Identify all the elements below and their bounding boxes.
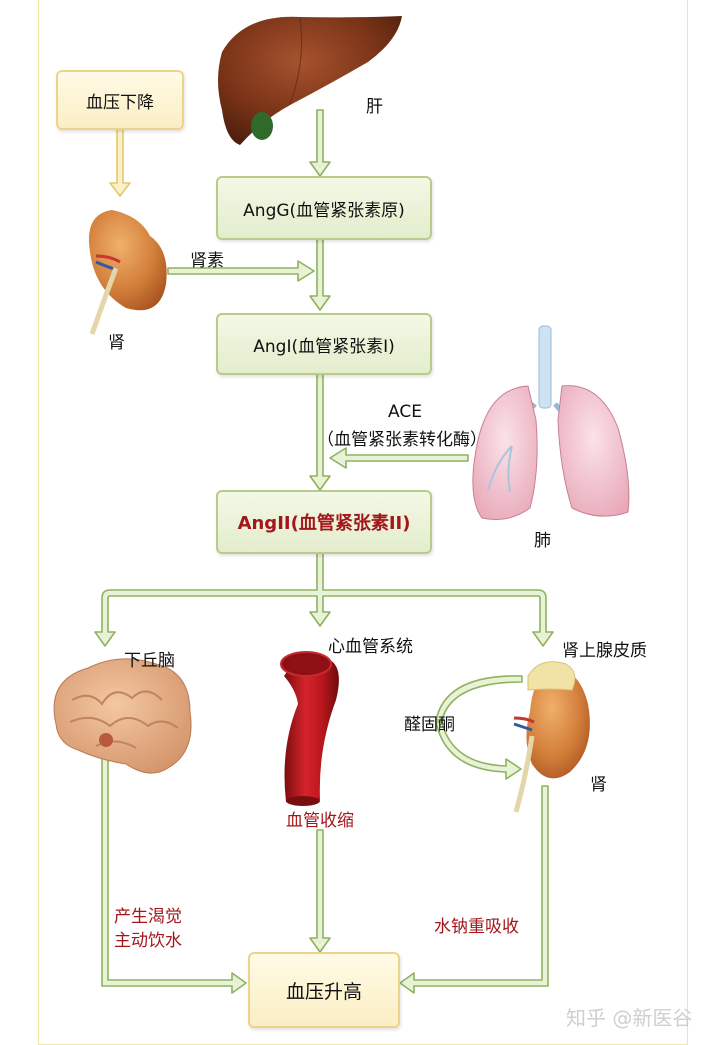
renin-label: 肾素 bbox=[190, 251, 224, 271]
adrenal-kidney-illustration bbox=[513, 661, 590, 813]
arrow-ace bbox=[329, 447, 469, 469]
arrow-angg-to-angi bbox=[309, 237, 331, 311]
arrow-reabsorb bbox=[399, 785, 549, 994]
arrow-vessel-to-bp bbox=[309, 829, 331, 953]
lung-label: 肺 bbox=[534, 531, 551, 551]
liver-label: 肝 bbox=[366, 97, 383, 117]
cardio-label: 心血管系统 bbox=[328, 637, 413, 657]
thirst-label-1: 产生渴觉 bbox=[114, 907, 182, 927]
kidney-top-label: 肾 bbox=[108, 333, 125, 353]
adrenal-label: 肾上腺皮质 bbox=[562, 641, 647, 661]
ace-label: ACE bbox=[388, 402, 422, 422]
vasoconstriction-label: 血管收缩 bbox=[286, 811, 354, 831]
thirst-label-2: 主动饮水 bbox=[114, 931, 182, 951]
angg-box: AngG(血管紧张素原) bbox=[216, 176, 432, 240]
hypothalamus-label: 下丘脑 bbox=[124, 651, 175, 671]
bp-drop-box: 血压下降 bbox=[56, 70, 184, 130]
arrow-angii-branches bbox=[94, 550, 554, 647]
angi-box: AngI(血管紧张素I) bbox=[216, 313, 432, 375]
lung-illustration bbox=[472, 325, 630, 521]
brain-illustration bbox=[53, 658, 192, 774]
arrow-liver-to-angg bbox=[309, 109, 331, 177]
reabsorb-label: 水钠重吸收 bbox=[434, 917, 519, 937]
arrow-thirst bbox=[101, 743, 247, 994]
liver-illustration bbox=[218, 16, 402, 145]
arrow-renin bbox=[167, 260, 315, 282]
bp-rise-box: 血压升高 bbox=[248, 952, 400, 1028]
kidney-top-illustration bbox=[88, 210, 167, 335]
arrow-angi-to-angii bbox=[309, 372, 331, 491]
blood-vessel-illustration bbox=[280, 651, 339, 806]
kidney-bottom-label: 肾 bbox=[590, 775, 607, 795]
aldosterone-label: 醛固酮 bbox=[404, 715, 455, 735]
ace-full-label: （血管紧张素转化酶） bbox=[317, 430, 487, 450]
arrow-bp-drop-to-kidney bbox=[109, 127, 131, 197]
angii-box: AngII(血管紧张素II) bbox=[216, 490, 432, 554]
arrow-aldosterone-loop bbox=[435, 675, 523, 780]
watermark: 知乎 @新医谷 bbox=[566, 1006, 693, 1030]
